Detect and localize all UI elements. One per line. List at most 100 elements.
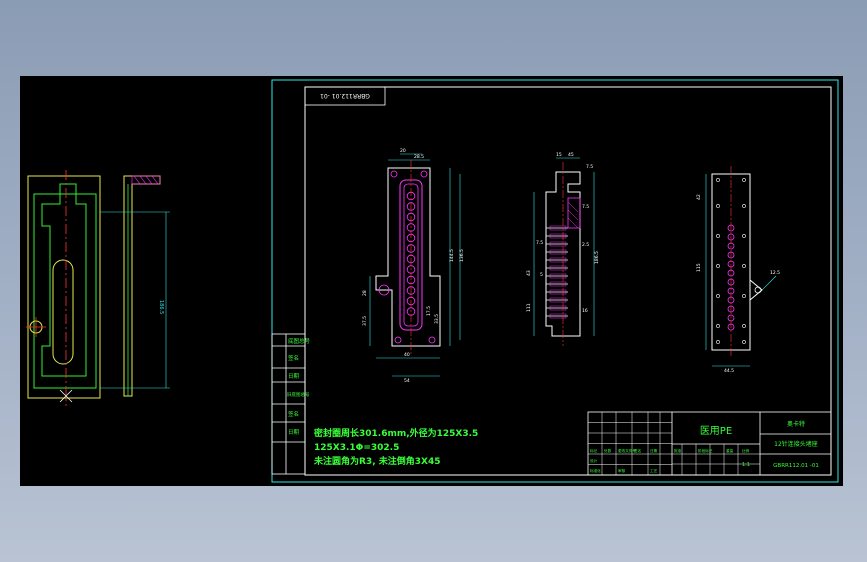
right-side-lug — [749, 279, 763, 301]
scale-value: 1:1 — [742, 462, 750, 468]
technical-notes: 密封圈周长301.6mm,外径为125X3.5 125X3.1Φ=302.5 未… — [313, 427, 478, 467]
profile-hatch-area — [131, 175, 161, 185]
left-preview-dimension: 186.5 — [158, 300, 164, 314]
right-screw-holes — [716, 178, 746, 344]
title-block-cell-label: 审核 — [618, 468, 626, 473]
cad-drawing: 186.5 GBRR112.01 -01 底图总号 签名 日期 旧 — [26, 79, 839, 483]
left-label-column: 底图总号 签名 日期 旧底图总号 签名 日期 — [271, 333, 311, 475]
hatch-line — [151, 175, 159, 185]
screw-hole — [716, 340, 720, 344]
screw-hole — [716, 204, 720, 208]
pin-section — [549, 265, 567, 271]
hatch-line — [133, 175, 141, 185]
title-block-cell-label: 工艺 — [650, 468, 658, 473]
company-name: 奥卡特 — [787, 420, 805, 428]
section-view: 15 45 7.5 186.5 7.5 2.5 16 7.5 5 43 111 — [526, 152, 600, 346]
front-outer-contour — [375, 167, 441, 347]
title-block-cell-label: 比例 — [742, 448, 750, 453]
front-dim-lower-6: 33.5 — [434, 314, 440, 324]
hatch-line — [567, 201, 579, 213]
right-dim-side-1: 42 — [696, 194, 702, 200]
title-block-cell-label: 重量 — [726, 448, 734, 453]
left-outer-contour — [33, 183, 97, 389]
title-block-cell-label: 标准化 — [590, 468, 601, 473]
section-dim-left-2: 5 — [540, 272, 543, 278]
sheet-outer-border — [271, 79, 839, 483]
title-block-cell-label: 更改文件号 — [618, 448, 636, 453]
pin-section — [549, 289, 567, 295]
note-line-1: 密封圈周长301.6mm,外径为125X3.5 — [313, 427, 478, 439]
label-date: 日期 — [288, 373, 300, 380]
section-outer-contour — [545, 171, 581, 337]
label-signature: 签名 — [288, 354, 299, 362]
title-block-cell-label: 处数 — [604, 448, 612, 453]
title-block-small-text: 标记处数更改文件号签名日期设计标准化审核工艺批准阶段标记重量比例 — [590, 448, 750, 473]
label-signature-2: 签名 — [288, 410, 299, 418]
right-lug-hole — [754, 286, 762, 294]
pin-section — [549, 305, 567, 311]
screw-hole — [394, 336, 402, 344]
screw-hole — [420, 170, 428, 178]
right-leader — [761, 275, 777, 291]
pin-section — [549, 313, 567, 319]
label-old-total-number: 旧底图总号 — [287, 391, 310, 398]
left-plate-outline — [27, 175, 101, 399]
cad-viewport[interactable]: 186.5 GBRR112.01 -01 底图总号 签名 日期 旧 — [20, 76, 843, 486]
part-name: 12针连接头堵座 — [774, 440, 818, 448]
section-dim-top-2: 45 — [568, 152, 574, 158]
hatch-line — [567, 217, 579, 229]
leader-line — [59, 389, 73, 403]
front-dim-lower-5: 17.5 — [426, 306, 432, 316]
screw-hole — [390, 170, 398, 178]
left-preview-views: 186.5 — [26, 170, 170, 406]
side-port-hole — [378, 284, 390, 296]
section-pin-array — [546, 225, 568, 319]
screw-hole — [742, 204, 746, 208]
pin-section — [549, 225, 567, 231]
pin-section — [549, 281, 567, 287]
section-dim-side-2: 2.5 — [582, 242, 589, 248]
right-dim-bottom-value: 44.5 — [724, 368, 734, 374]
hatch-line — [567, 209, 579, 221]
section-dim-left-4: 111 — [526, 303, 532, 312]
screw-hole — [716, 234, 720, 238]
pin-section — [549, 297, 567, 303]
hatch-line — [139, 175, 147, 185]
note-line-2: 125X3.1Φ=302.5 — [314, 443, 399, 453]
left-slot — [52, 259, 74, 365]
screw-hole — [742, 234, 746, 238]
pin-section — [549, 249, 567, 255]
hatch-line — [145, 175, 153, 185]
front-dim-top-1: 28.5 — [414, 154, 424, 160]
title-block-grid — [588, 412, 760, 475]
screw-hole — [716, 294, 720, 298]
pin-section — [549, 273, 567, 279]
front-dim-lower-3: 40 — [404, 352, 410, 358]
title-block-cell-label: 阶段标记 — [698, 448, 713, 453]
section-dim-side-1: 7.5 — [582, 204, 589, 210]
right-dim-side-2: 115 — [696, 263, 702, 272]
front-view: 28.5 20 144.5 136.5 28 37.5 40 54 17.5 3… — [362, 148, 465, 384]
screw-hole — [428, 336, 436, 344]
front-dim-lower-1: 28 — [362, 290, 368, 296]
title-block-cell-label: 标记 — [590, 448, 598, 453]
screw-hole — [742, 340, 746, 344]
screw-hole — [742, 178, 746, 182]
section-hatch-region — [567, 197, 581, 229]
title-block-cell-label: 批准 — [674, 448, 682, 453]
drawing-number: GBRR112.01 -01 — [773, 463, 819, 469]
sheet-inner-border — [304, 86, 832, 476]
front-dim-lower-2: 37.5 — [362, 316, 368, 326]
right-dim-note: 12.5 — [770, 270, 780, 276]
section-dim-top-3: 7.5 — [586, 164, 593, 170]
screw-hole — [716, 178, 720, 182]
front-dim-top-2: 20 — [400, 148, 406, 154]
front-dim-lower-4: 54 — [404, 378, 410, 384]
screw-hole — [716, 264, 720, 268]
drawing-sheet: GBRR112.01 -01 — [271, 79, 839, 483]
screw-hole — [742, 294, 746, 298]
section-dim-left-1: 7.5 — [536, 240, 543, 246]
profile-outline — [123, 175, 161, 397]
right-view: 42 115 44.5 12.5 — [696, 166, 780, 374]
section-dim-side-3: 16 — [582, 308, 588, 314]
